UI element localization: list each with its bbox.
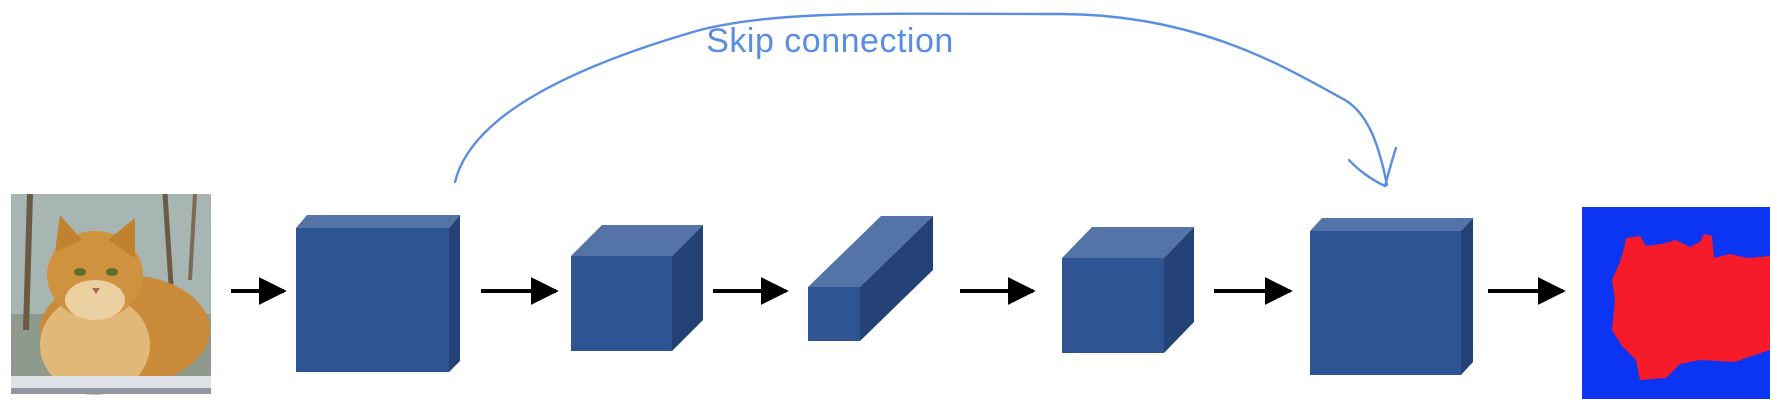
skip-connection-curve (453, 12, 1389, 187)
skip-connection-arrowhead (1347, 146, 1398, 188)
bottleneck-block (808, 216, 933, 341)
encoder-block-1 (296, 215, 460, 372)
decoder-block-1 (1062, 227, 1194, 353)
decoder-block-2 (1310, 218, 1473, 375)
encoder-block-2 (571, 225, 703, 351)
skip-connection-label: Skip connection (706, 22, 954, 60)
output-segmentation-mask (1582, 207, 1770, 399)
input-cat-image (11, 193, 211, 395)
